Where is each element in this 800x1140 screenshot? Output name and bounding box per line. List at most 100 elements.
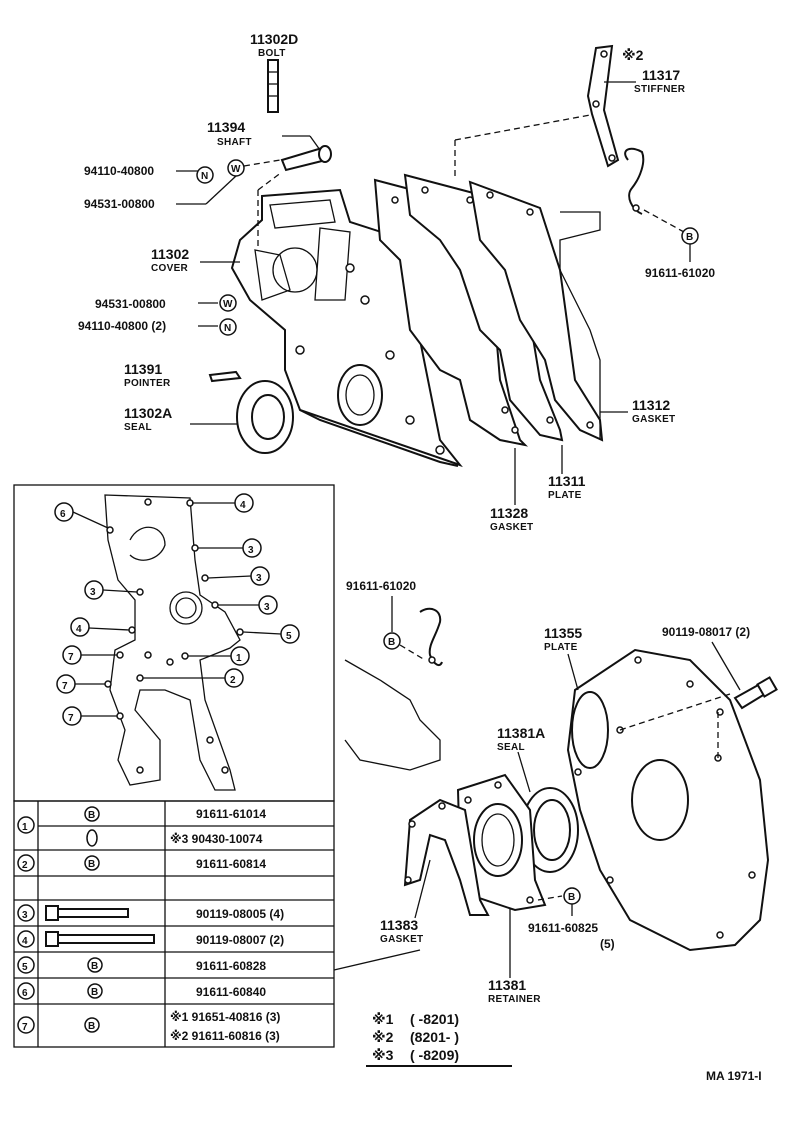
svg-text:4: 4 [240,500,246,511]
callout-11381-name: RETAINER [488,994,541,1005]
legend-row-7-icon: B [88,1021,96,1032]
shaft-11394-drawing [280,145,332,172]
engine-block-outline [344,659,441,771]
callout-11302-part: 11302 [151,246,189,262]
legend-row-1b-icon [86,829,98,847]
callout-11317-name: STIFFNER [634,84,686,95]
callout-11302a-name: SEAL [124,422,152,433]
callout-11302a-part: 11302A [124,405,172,421]
svg-text:W: W [223,299,233,310]
legend-row-1b-part: ※3 90430-10074 [170,832,263,846]
callout-11302d-part: 11302D [250,31,298,47]
legend-table: 1 B 91611-61014 ※3 90430-10074 2 B 91611… [13,800,335,1048]
legend-row-4-part: 90119-08007 (2) [196,933,284,947]
legend-row-1-num: 1 [22,822,28,833]
legend-row-6-icon: B [91,987,99,998]
bolt-short-icon [45,905,129,921]
stiffener-11317-drawing [586,44,620,168]
callout-94531-00800-lower-part: 94531-00800 [95,297,166,311]
callout-11391-name: POINTER [124,378,171,389]
note-1-range: ( -8201) [410,1011,459,1027]
callout-11311-part: 11311 [548,473,586,489]
callout-11381a-name: SEAL [497,742,525,753]
callout-94110-40800-part: 94110-40800 [84,164,154,178]
marker-n-icon [196,166,214,184]
callout-11302d-name: BOLT [258,48,286,59]
gasket-hole-diagram: 6 4 3 3 3 5 3 4 7 1 2 7 7 [13,484,335,802]
callout-94110-40800-2-part: 94110-40800 (2) [78,319,166,333]
callout-11394-name: SHAFT [217,137,252,148]
svg-text:B: B [388,637,396,648]
svg-text:7: 7 [68,713,74,724]
callout-11383-part: 11383 [380,917,418,933]
svg-text:N: N [201,171,209,182]
callout-91611-60825-qty: (5) [600,937,615,951]
legend-row-1-icon: B [88,810,96,821]
callout-94531-00800-part: 94531-00800 [84,197,155,211]
note-2-range: (8201- ) [410,1029,459,1045]
gasket-11383-drawing [403,798,490,916]
svg-text:3: 3 [90,587,96,598]
legend-row-2-icon: B [88,859,96,870]
callout-11355-part: 11355 [544,625,582,641]
legend-row-7-part: ※1 91651-40816 (3) [170,1010,280,1024]
bolt-11302d-drawing [267,59,279,113]
callout-11302-name: COVER [151,263,189,274]
note-3-range: ( -8209) [410,1047,459,1063]
svg-text:2: 2 [230,675,236,686]
legend-row-2-part: 91611-60814 [196,857,266,871]
svg-text:3: 3 [256,573,262,584]
callout-11383-name: GASKET [380,934,423,945]
pointer-11391-drawing [208,370,242,383]
callout-mark2: ※2 [622,47,644,63]
svg-text:3: 3 [248,545,254,556]
figure-id: MA 1971-I [706,1069,762,1083]
callout-90119-08017-part: 90119-08017 (2) [662,625,750,639]
svg-text:1: 1 [236,653,242,664]
bracket-lower-drawing [419,607,443,667]
note-2-mark: ※2 [372,1029,394,1045]
bracket-top-drawing [624,147,645,215]
bolt-90119-08017-drawing [733,676,778,710]
callout-11381a-part: 11381A [497,725,545,741]
callout-11311-name: PLATE [548,490,582,501]
callout-11317-part: 11317 [642,67,680,83]
callout-11328-part: 11328 [490,505,528,521]
callout-91611-61020-lower-part: 91611-61020 [346,579,416,593]
legend-row-6-num: 6 [22,988,28,999]
legend-row-1-part: 91611-61014 [196,807,266,821]
marker-b-lower-icon [383,632,401,650]
marker-w-lower-icon [219,294,237,312]
rear-plate-11355-drawing [566,648,770,952]
svg-text:W: W [231,164,241,175]
legend-row-6-part: 91611-60840 [196,985,266,999]
note-3-mark: ※3 [372,1047,394,1063]
seal-11302a-drawing [236,380,294,454]
svg-text:7: 7 [68,652,74,663]
legend-row-3-num: 3 [22,910,28,921]
callout-91611-61020-top-part: 91611-61020 [645,266,715,280]
callout-11394-part: 11394 [207,119,245,135]
svg-text:7: 7 [62,681,68,692]
svg-text:6: 6 [60,509,66,520]
svg-text:B: B [686,232,694,243]
callout-11328-name: GASKET [490,522,533,533]
svg-text:B: B [568,892,576,903]
svg-text:4: 4 [76,624,82,635]
legend-row-2-num: 2 [22,860,28,871]
seal-11381a-drawing [521,787,579,873]
legend-row-5-icon: B [91,961,99,972]
callout-11355-name: PLATE [544,642,578,653]
svg-text:N: N [224,323,232,334]
note-1-mark: ※1 [372,1011,394,1027]
svg-text:3: 3 [264,602,270,613]
marker-n-lower-icon [219,318,237,336]
legend-row-7-num: 7 [22,1022,28,1033]
callout-91611-60825-part: 91611-60825 [528,921,598,935]
bolt-long-icon [45,931,155,947]
legend-row-5-part: 91611-60828 [196,959,266,973]
svg-text:5: 5 [286,631,292,642]
callout-11312-part: 11312 [632,397,670,413]
legend-row-7-part2: ※2 91611-60816 (3) [170,1029,280,1043]
